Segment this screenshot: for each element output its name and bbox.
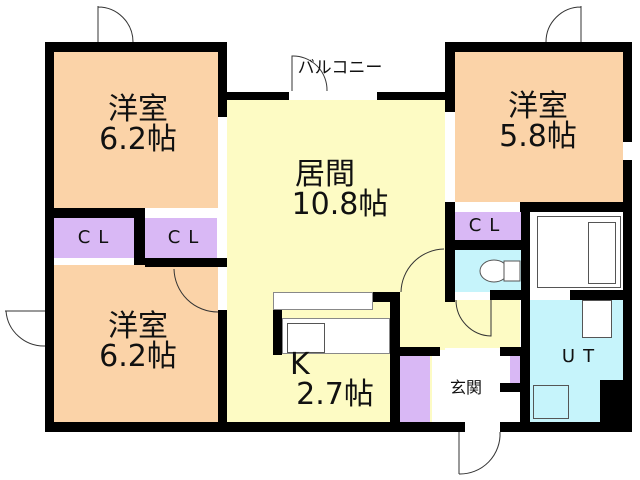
- wall: [370, 292, 400, 302]
- wall: [445, 42, 630, 52]
- kitchen-counter: [273, 292, 373, 310]
- stove-icon: [287, 323, 325, 353]
- door-swing-icon: [545, 6, 582, 43]
- room-size: 2.7帖: [296, 377, 374, 412]
- room-name: K: [290, 347, 310, 382]
- wall: [218, 42, 227, 117]
- wall: [54, 208, 144, 218]
- wall: [490, 290, 530, 300]
- western-room-nw: [54, 52, 218, 208]
- door-swing-icon: [455, 299, 492, 337]
- room-size: 6.2帖: [99, 122, 177, 157]
- wall: [45, 42, 227, 52]
- wall: [500, 422, 630, 432]
- closet-right: [455, 212, 521, 240]
- door-swing-icon: [173, 268, 219, 313]
- door-swing-icon: [291, 55, 328, 92]
- entrance: [432, 350, 502, 422]
- balcony-label: バルコニー: [297, 58, 383, 78]
- door-swing-icon: [458, 431, 501, 475]
- wall: [400, 347, 440, 356]
- bathroom: [530, 212, 623, 290]
- room-label: 洋室 6.2帖: [78, 95, 198, 155]
- wall: [445, 202, 455, 302]
- western-room-sw: [54, 265, 218, 422]
- door-swing-icon: [5, 310, 46, 347]
- wall: [145, 258, 227, 267]
- door-swing-icon: [400, 248, 445, 293]
- wall: [227, 92, 289, 100]
- wall: [377, 92, 445, 100]
- door-swing-icon: [97, 6, 134, 43]
- wall: [218, 310, 227, 432]
- wall: [500, 347, 530, 356]
- room-label: 洋室 5.8帖: [478, 92, 598, 152]
- wall: [520, 347, 530, 432]
- wall: [390, 292, 400, 432]
- wall: [520, 202, 623, 212]
- wall: [134, 208, 145, 265]
- wall: [623, 160, 632, 290]
- room-size: 5.8帖: [499, 119, 577, 154]
- wall: [570, 290, 623, 300]
- washbasin-icon: [582, 300, 612, 338]
- closet-label: CL: [167, 227, 207, 248]
- wall: [455, 240, 521, 250]
- closet-left: [54, 218, 134, 258]
- wall: [623, 42, 632, 142]
- entrance-closet: [510, 355, 520, 383]
- wall: [623, 290, 632, 390]
- closet-label: CL: [468, 215, 508, 236]
- room-size: 6.2帖: [99, 339, 177, 374]
- room-size: 10.8帖: [291, 187, 389, 222]
- room-label: 居間 10.8帖: [270, 160, 410, 220]
- kitchen-sink-counter: [282, 318, 390, 354]
- shoe-closet: [400, 355, 430, 422]
- room-name: 洋室: [508, 89, 568, 124]
- wall: [45, 422, 465, 432]
- utility-label: UT: [561, 346, 603, 367]
- western-room-ne: [455, 52, 623, 202]
- room-label: K 2.7帖: [280, 350, 390, 410]
- room-name: 洋室: [108, 309, 168, 344]
- closet-label: CL: [77, 227, 117, 248]
- wall: [45, 42, 54, 432]
- room-label: 洋室 6.2帖: [78, 312, 198, 372]
- hallway: [400, 300, 520, 348]
- wall: [445, 42, 455, 112]
- wall: [521, 212, 530, 352]
- closet-mid: [145, 218, 217, 258]
- bathtub-icon: [537, 216, 621, 288]
- washing-machine-icon: [533, 385, 569, 419]
- bathtub-basin-icon: [588, 222, 616, 284]
- toilet-icon: [479, 259, 521, 283]
- balcony: [227, 45, 445, 92]
- room-name: 居間: [295, 157, 355, 192]
- wall: [273, 310, 282, 355]
- room-name: 洋室: [108, 92, 168, 127]
- entrance-label: 玄関: [449, 378, 482, 397]
- wall: [500, 383, 530, 392]
